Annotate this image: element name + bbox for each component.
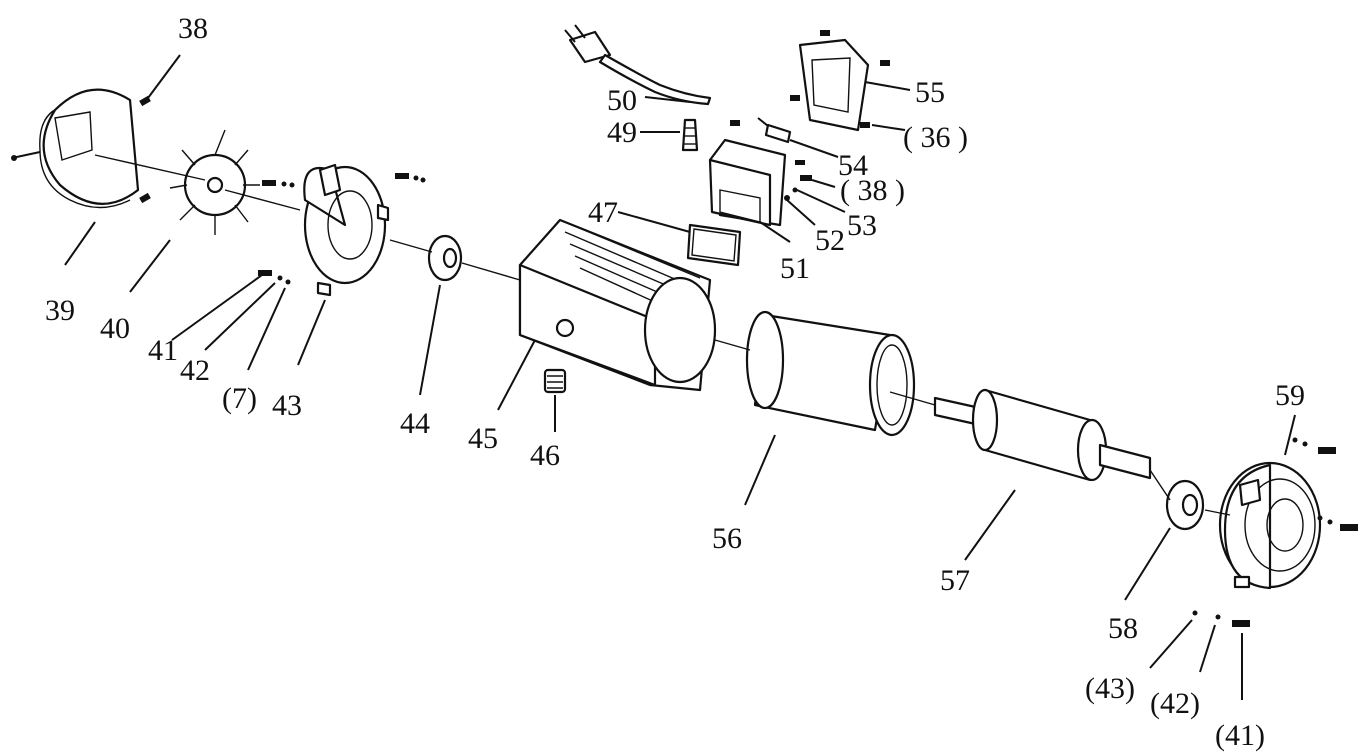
- label-41: 41: [148, 334, 178, 367]
- part-51-terminal-box: [708, 138, 787, 227]
- screws-right: [1192, 437, 1358, 627]
- label-7: (7): [222, 382, 257, 415]
- part-49-strain-relief: [681, 118, 699, 152]
- part-47-gasket: [686, 223, 742, 267]
- label-40: 40: [100, 312, 130, 345]
- label-44: 44: [400, 407, 430, 440]
- part-44-bearing: [427, 234, 463, 282]
- part-55-box-cover: [790, 30, 890, 132]
- label-53: 53: [847, 209, 877, 242]
- label-51: 51: [780, 252, 810, 285]
- part-labels: 38 39 40 41 42 (7) 43 44 45 46 47 49 50 …: [45, 12, 1305, 752]
- part-46-cable-gland: [543, 368, 567, 394]
- label-52: 52: [815, 224, 845, 257]
- label-41b: (41): [1215, 719, 1265, 752]
- part-58-bearing: [1165, 479, 1205, 531]
- label-45: 45: [468, 422, 498, 455]
- label-59: 59: [1275, 379, 1305, 412]
- label-58: 58: [1108, 612, 1138, 645]
- label-49: 49: [607, 116, 637, 149]
- part-45-stator-housing: [518, 218, 717, 392]
- part-50-power-cord: [564, 24, 712, 106]
- label-47: 47: [588, 196, 618, 229]
- assembly-axis: [94, 154, 1231, 516]
- screws-left: [139, 95, 426, 285]
- label-38: 38: [178, 12, 208, 45]
- part-43-end-bell: [303, 163, 390, 297]
- label-43b: (43): [1085, 672, 1135, 705]
- screws-terminal: [730, 120, 870, 201]
- part-40-fan: [169, 129, 260, 235]
- part-39-fan-cover: [11, 88, 140, 209]
- label-57: 57: [940, 564, 970, 597]
- label-55: 55: [915, 76, 945, 109]
- label-46: 46: [530, 439, 560, 472]
- label-36: ( 36 ): [903, 121, 968, 154]
- label-56: 56: [712, 522, 742, 555]
- part-57-rotor: [933, 388, 1152, 482]
- part-54-capacitor: [757, 117, 792, 144]
- label-38b: ( 38 ): [840, 174, 905, 207]
- label-54: 54: [838, 149, 868, 182]
- label-43: 43: [272, 389, 302, 422]
- label-39: 39: [45, 294, 75, 327]
- label-42: 42: [180, 354, 210, 387]
- leader-lines: [64, 54, 1296, 700]
- part-59-end-bell: [1218, 461, 1322, 590]
- label-42b: (42): [1150, 687, 1200, 720]
- label-50: 50: [607, 84, 637, 117]
- part-56-stator-winding: [745, 310, 916, 437]
